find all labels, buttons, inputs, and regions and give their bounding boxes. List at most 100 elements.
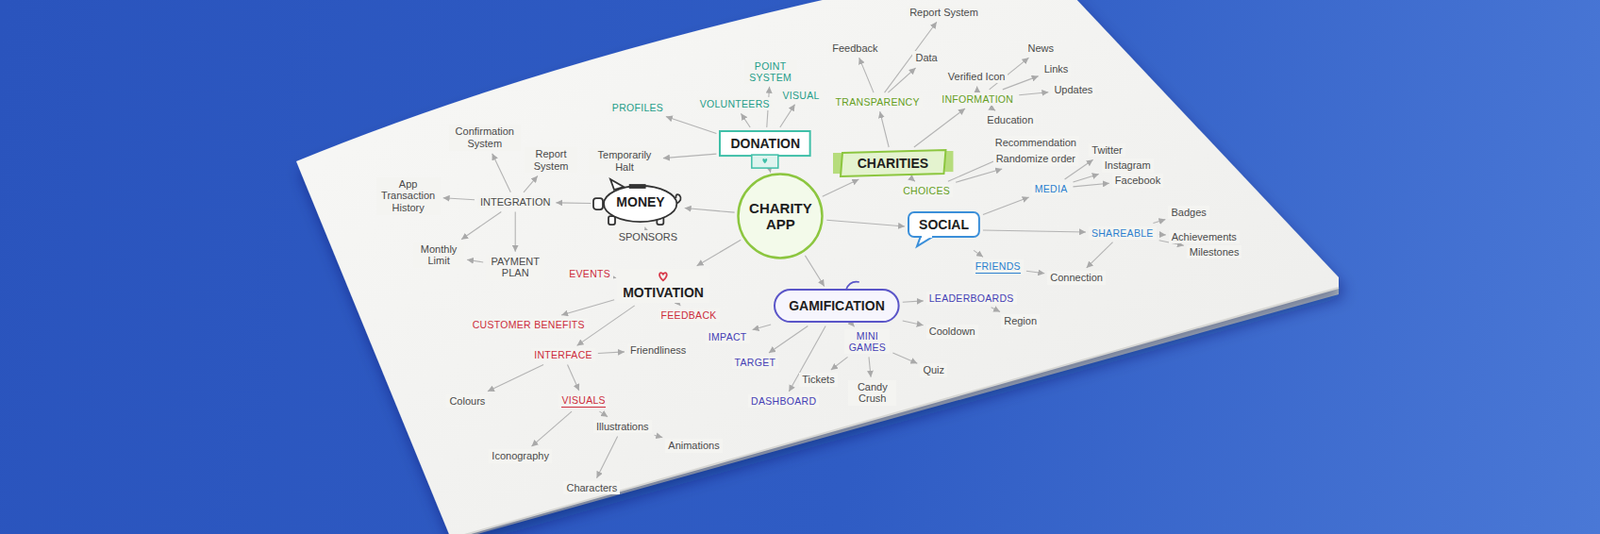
mindmap-arrow	[880, 111, 889, 148]
branch-label: INFORMATION	[938, 92, 1017, 106]
controller-cable	[846, 282, 860, 290]
mindmap-arrow	[1086, 242, 1114, 268]
heart-tab	[751, 154, 779, 168]
leaf-label: Education	[983, 113, 1036, 128]
node-text: Monthly Limit	[416, 243, 462, 267]
branch-label: POINT SYSTEM	[744, 59, 798, 84]
node-text: MINI GAMES	[847, 330, 887, 353]
mindmap-arrow	[561, 300, 615, 316]
mindmap-arrow	[1152, 219, 1166, 224]
mindmap-arrow	[680, 304, 682, 306]
node-text: VOLUNTEERS	[700, 98, 770, 110]
mindmap-arrow	[991, 307, 1000, 313]
node-text: TARGET	[734, 356, 777, 368]
mindmap-arrow	[983, 197, 1030, 216]
leaf-label: Randomize order	[993, 151, 1079, 167]
node-text: Updates	[1053, 83, 1093, 97]
branch-label: VOLUNTEERS	[697, 97, 773, 111]
mindmap-arrow	[826, 219, 905, 227]
mindmap-arrow	[955, 168, 1002, 183]
mindmap-arrow	[531, 411, 572, 447]
node-text: Cooldown	[929, 325, 976, 338]
node-text: Randomize order	[996, 152, 1076, 166]
node-text: Feedback	[832, 42, 878, 55]
node-text: Friendliness	[630, 344, 686, 357]
leaf-label: PAYMENT PLAN	[485, 254, 545, 281]
mindmap-arrow	[515, 211, 517, 251]
mindmap-arrow	[523, 175, 538, 192]
leaf-label: Quiz	[919, 363, 948, 378]
node-text: Badges	[1170, 206, 1206, 219]
node-text: DONATION	[730, 135, 800, 151]
leaf-label: Monthly Limit	[413, 242, 465, 268]
branch-label: CUSTOMER BENEFITS	[469, 317, 588, 332]
node-text: Quiz	[922, 364, 945, 377]
mindmap-arrow	[914, 108, 966, 148]
controller-topic: GAMIFICATION	[773, 288, 900, 323]
leaf-label: Tickets	[799, 372, 837, 387]
mindmap-arrow	[983, 230, 1086, 233]
node-text: POINT SYSTEM	[747, 60, 795, 84]
branch-label: EVENTS	[566, 266, 614, 281]
node-text: Characters	[566, 482, 617, 495]
node-text: CHARITIES	[857, 155, 929, 171]
branch-label: INTERFACE	[531, 348, 596, 362]
leaf-label: Twitter	[1088, 143, 1125, 158]
node-text: Connection	[1050, 271, 1103, 284]
mindmap-arrow	[1072, 174, 1099, 183]
mindmap-arrow	[768, 326, 808, 353]
mindmap-arrow	[902, 320, 924, 326]
mindmap-arrow	[804, 255, 824, 287]
leaf-label: Illustrations	[593, 419, 652, 434]
mindmap-arrow	[1072, 183, 1109, 187]
mindmap-arrow	[976, 85, 978, 89]
branch-label: SHAREABLE	[1088, 226, 1157, 240]
node-text: VISUAL	[783, 89, 820, 101]
leaf-label: Friendliness	[627, 343, 689, 358]
leaf-label: Colours	[446, 394, 488, 409]
node-text: INTEGRATION	[480, 196, 550, 209]
node-text: Candy Crush	[850, 381, 894, 405]
mindmap-arrow	[492, 153, 512, 193]
mindmap-arrow	[443, 198, 475, 200]
node-text: Illustrations	[596, 420, 650, 434]
mindmap-arrow	[599, 411, 608, 417]
node-text: Report System	[909, 6, 979, 19]
node-text: CHOICES	[902, 184, 950, 197]
leaf-label: Facebook	[1112, 173, 1164, 188]
leaf-label: Badges	[1167, 205, 1209, 220]
node-text: Animations	[667, 439, 719, 452]
mindmap-arrow	[1026, 270, 1045, 274]
branch-label: TARGET	[732, 355, 780, 369]
leaf-label: Temporarily Halt	[588, 148, 661, 174]
heart-topic: MOTIVATION	[616, 268, 710, 303]
node-text: LEADERBOARDS	[929, 292, 1015, 304]
node-text: CHARITY APP	[746, 200, 815, 234]
mindmap-arrow	[1159, 233, 1167, 235]
node-text: Twitter	[1091, 144, 1122, 157]
branch-label: FEEDBACK	[658, 308, 720, 322]
node-text: Tickets	[801, 373, 834, 386]
node-text: MEDIA	[1034, 183, 1068, 195]
branch-label: VISUAL	[780, 88, 823, 102]
leaf-label: Candy Crush	[848, 380, 897, 406]
branch-label: MEDIA	[1032, 182, 1071, 196]
node-text: Links	[1044, 63, 1069, 76]
node-text: PROFILES	[612, 101, 664, 114]
leaf-label: INTEGRATION	[477, 195, 553, 210]
mindmap-arrow	[831, 356, 849, 370]
band-outline	[840, 150, 946, 177]
node-text: FRIENDS	[975, 260, 1021, 274]
node-text: MOTIVATION	[622, 284, 704, 300]
node-text: EVENTS	[568, 267, 611, 280]
piggy-bank: MONEY	[593, 183, 682, 225]
leaf-label: Report System	[906, 5, 982, 20]
leaf-label: Feedback	[829, 41, 881, 56]
node-text: Education	[986, 114, 1034, 127]
mindmap-arrow	[598, 351, 625, 354]
mindmap-arrow	[769, 171, 771, 173]
node-text: App Transaction History	[379, 178, 438, 215]
leaf-label: Instagram	[1101, 158, 1154, 173]
branch-label: LEADERBOARDS	[926, 291, 1017, 305]
